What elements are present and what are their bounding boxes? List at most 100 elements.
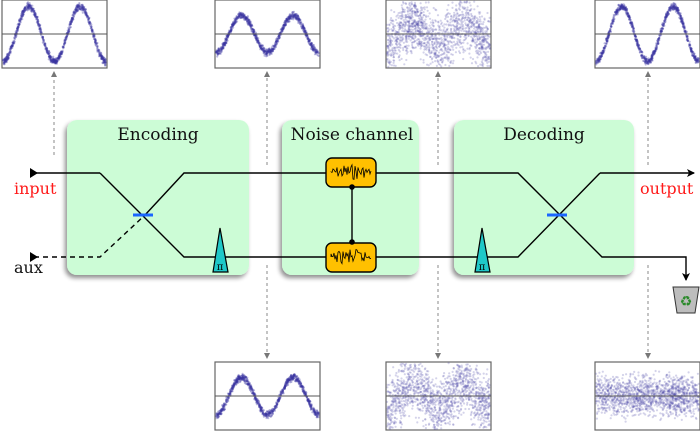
sample-point	[400, 17, 403, 20]
phase-shifter-decoding: π	[474, 227, 491, 273]
sample-point	[402, 37, 405, 40]
sample-point	[620, 6, 624, 9]
sample-point	[394, 49, 397, 52]
sample-point	[87, 17, 90, 20]
sample-point	[434, 8, 437, 11]
sample-point	[414, 4, 417, 7]
sample-point	[33, 12, 37, 15]
sample-point	[271, 412, 274, 416]
sample-point	[57, 57, 60, 60]
sample-point	[48, 55, 51, 58]
sample-point	[460, 20, 463, 23]
sample-point	[57, 57, 60, 60]
sample-point	[422, 51, 425, 54]
sample-point	[28, 1, 31, 5]
sample-point	[484, 48, 487, 51]
sample-point	[20, 16, 24, 19]
sample-point	[392, 26, 395, 29]
sample-point	[406, 30, 409, 33]
sample-point	[98, 50, 101, 54]
sample-point	[65, 35, 68, 38]
sample-point	[481, 57, 485, 60]
sample-point	[41, 36, 45, 39]
sample-point	[420, 6, 423, 9]
phase-symbol: π	[479, 262, 486, 273]
sample-point	[439, 49, 442, 52]
sample-point	[469, 9, 472, 12]
sample-point	[28, 4, 32, 7]
sample-point	[265, 54, 268, 57]
sample-point	[41, 41, 45, 44]
sample-point	[76, 6, 79, 9]
sample-point	[458, 3, 461, 6]
sample-point	[429, 55, 432, 59]
sample-point	[459, 38, 462, 42]
sample-point	[605, 37, 609, 40]
sample-point	[411, 9, 414, 13]
sample-point	[91, 30, 94, 33]
sample-point	[95, 43, 98, 46]
sample-point	[27, 3, 30, 6]
sample-point	[452, 40, 456, 44]
sample-point	[417, 22, 420, 25]
sample-point	[312, 410, 315, 414]
sample-point	[308, 42, 311, 45]
sample-point	[443, 39, 446, 42]
sample-point	[452, 59, 455, 62]
sample-point	[445, 30, 448, 33]
sample-point	[408, 1, 411, 5]
sample-point	[468, 1, 471, 4]
sample-point	[389, 38, 392, 41]
sample-point	[454, 25, 457, 28]
sample-point	[296, 380, 299, 383]
plot-out	[594, 0, 700, 69]
sample-point	[648, 60, 651, 63]
sample-point	[449, 48, 452, 52]
sample-point	[5, 60, 8, 63]
sample-point	[48, 55, 51, 58]
sample-point	[661, 22, 664, 25]
sample-point	[16, 27, 20, 31]
sample-point	[485, 31, 488, 34]
sample-point	[405, 47, 408, 50]
sample-point	[17, 25, 20, 28]
sample-point	[310, 406, 313, 409]
sample-point	[275, 403, 278, 406]
sample-point	[390, 17, 393, 20]
sample-point	[242, 16, 245, 19]
sample-point	[449, 24, 452, 27]
sample-point	[66, 31, 69, 34]
sample-point	[83, 11, 86, 14]
sample-point	[65, 35, 68, 38]
sample-point	[433, 41, 436, 44]
sample-point	[451, 62, 455, 65]
sample-point	[437, 20, 440, 23]
sample-point	[423, 39, 426, 42]
sample-point	[73, 12, 76, 16]
sample-point	[302, 30, 306, 33]
sample-point	[431, 30, 434, 33]
sample-point	[100, 57, 103, 60]
sample-point	[390, 64, 393, 67]
sample-point	[30, 8, 33, 11]
sample-point	[316, 50, 319, 53]
sample-point	[317, 54, 320, 58]
sample-point	[413, 27, 416, 31]
sample-point	[63, 42, 66, 45]
sample-point	[457, 28, 460, 31]
sample-point	[70, 18, 73, 21]
sample-point	[437, 37, 440, 40]
sample-point	[46, 48, 49, 51]
sample-point	[611, 22, 614, 26]
noise-channel-title: Noise channel	[291, 125, 414, 145]
sample-point	[5, 55, 8, 58]
sample-point	[388, 28, 391, 31]
sample-point	[477, 65, 480, 68]
sample-point	[58, 54, 61, 58]
sample-point	[31, 9, 34, 12]
sample-point	[20, 14, 23, 17]
sample-point	[33, 10, 36, 13]
sample-point	[48, 56, 51, 59]
sample-point	[386, 23, 389, 26]
sample-point	[476, 18, 480, 21]
